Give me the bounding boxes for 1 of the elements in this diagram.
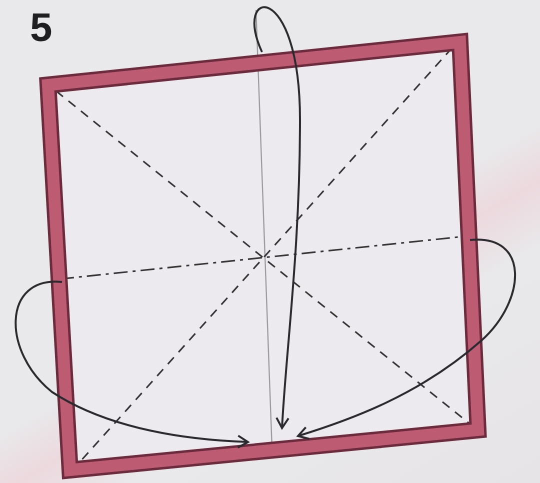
step-number: 5 bbox=[30, 8, 52, 48]
